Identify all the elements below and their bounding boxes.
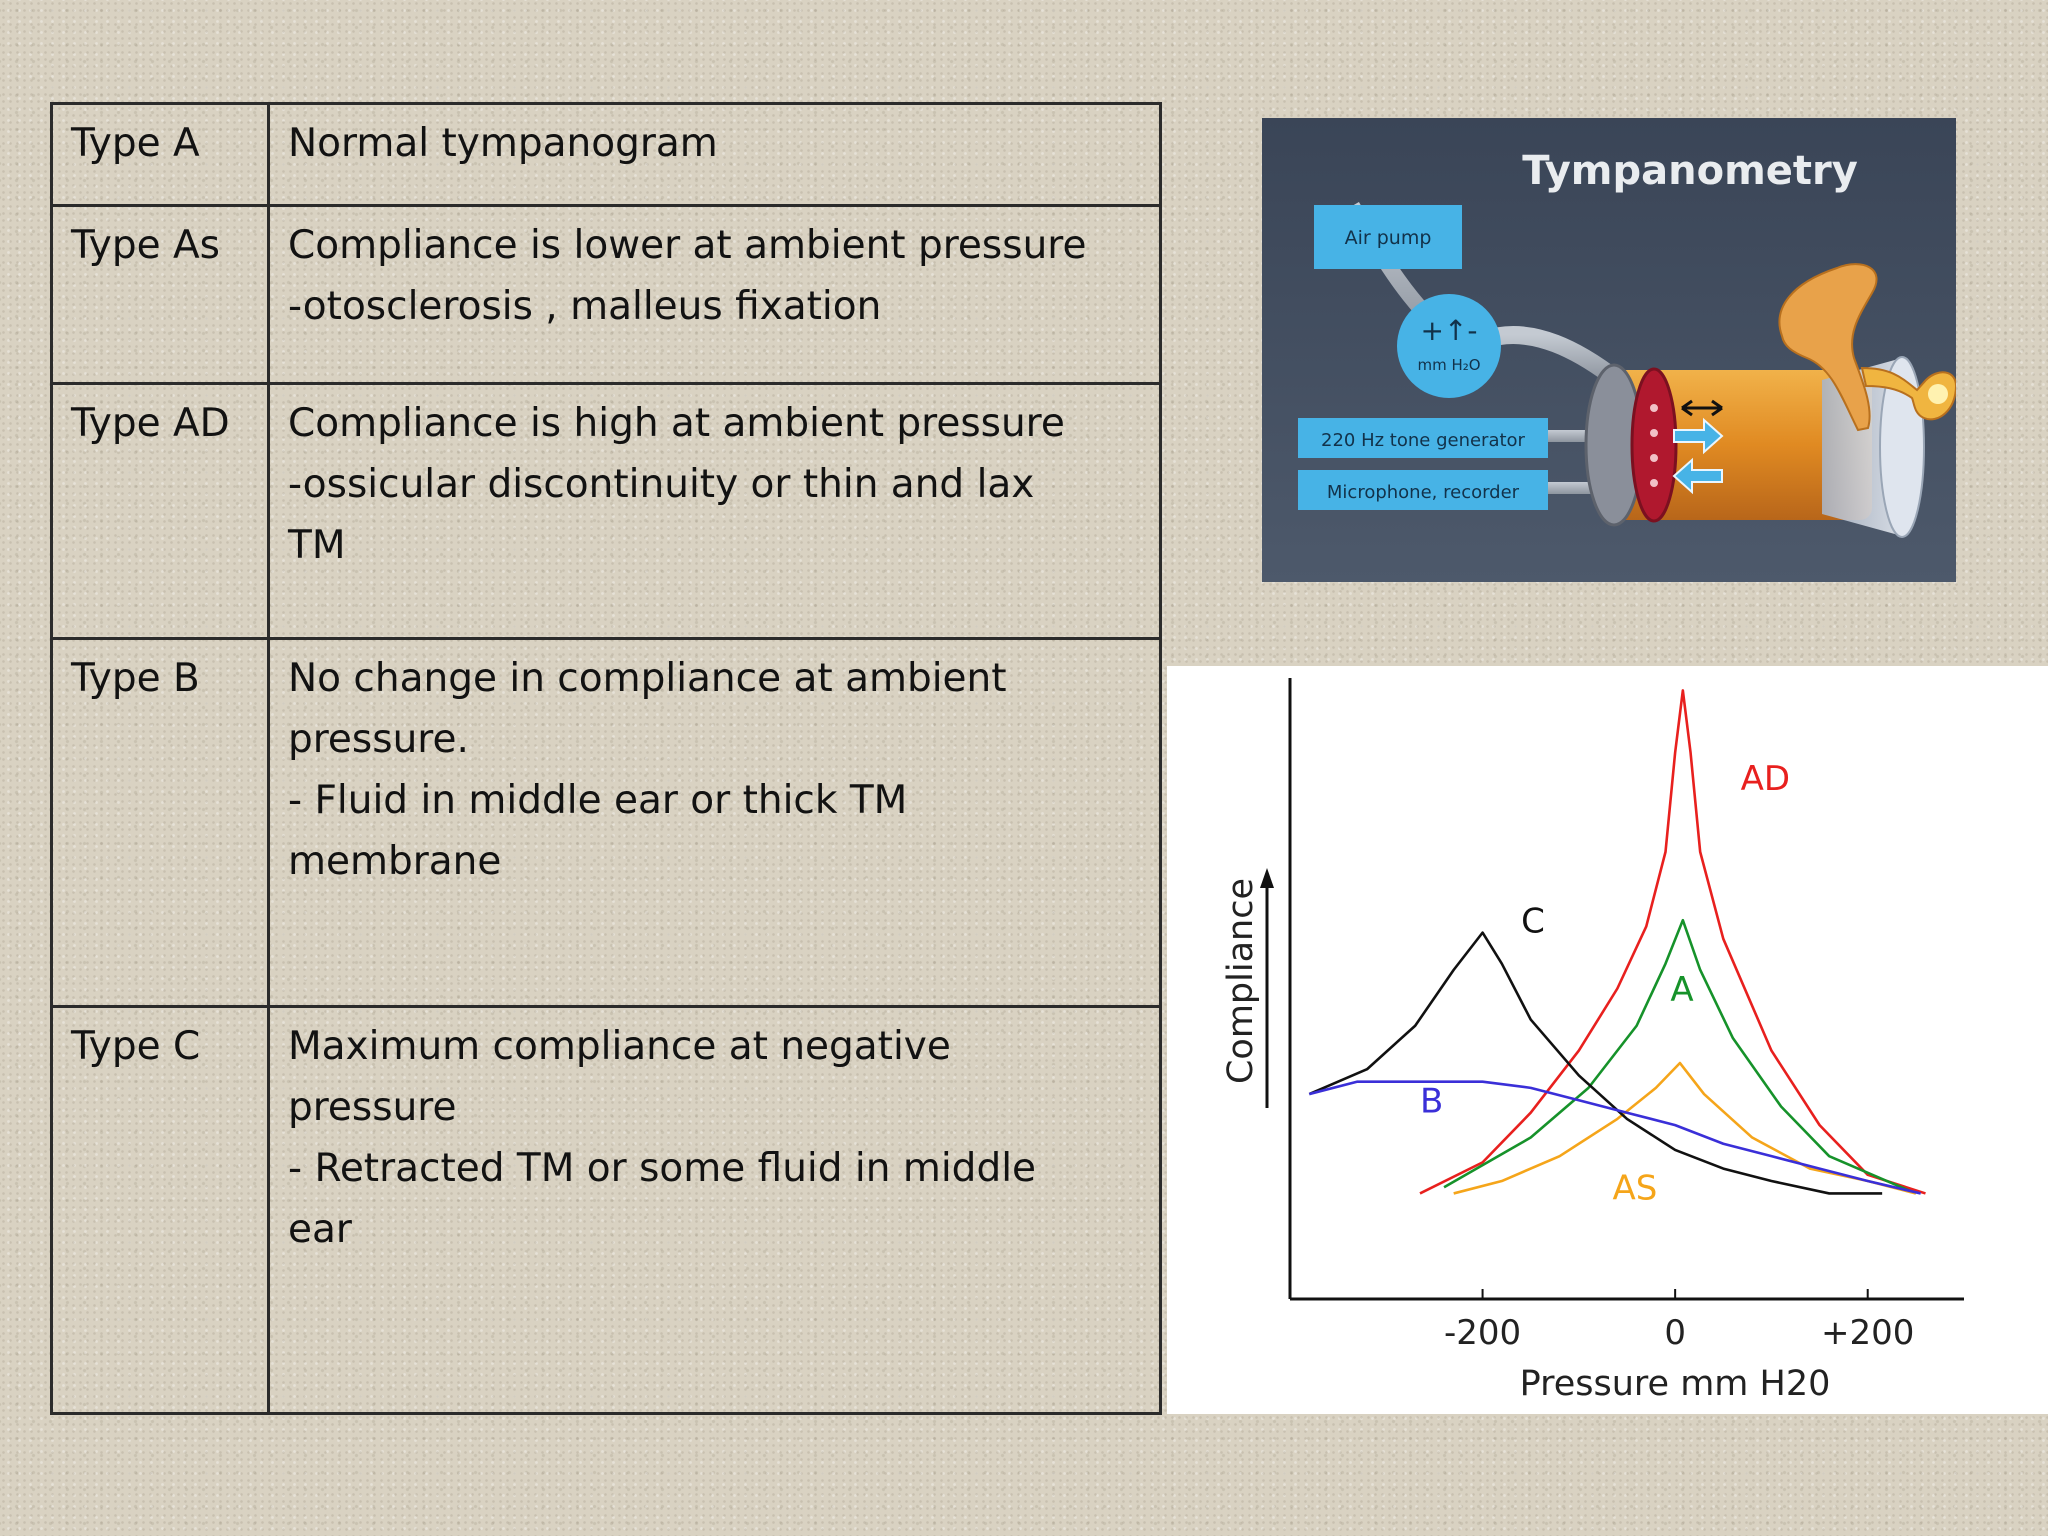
description-line: - Fluid in middle ear or thick TM (288, 778, 908, 823)
ossicle-icon (1860, 366, 1956, 421)
type-cell: Type A (50, 102, 270, 207)
type-cell: Type C (50, 1005, 270, 1415)
description-cell: No change in compliance at ambient press… (267, 637, 1162, 1008)
curve-labels: AD C A B AS (1420, 759, 1790, 1209)
x-ticks: -200 0 +200 (1444, 1289, 1914, 1353)
y-axis-label: Compliance (1221, 878, 1261, 1084)
curve-label-c: C (1521, 902, 1545, 942)
microphone-label: Microphone, recorder (1327, 482, 1520, 503)
type-cell: Type As (50, 204, 270, 385)
ossicle-icon (1778, 263, 1878, 432)
description-line: Maximum compliance at negative (288, 1024, 951, 1069)
tone-generator-box (1298, 418, 1548, 458)
tympanogram-chart: Compliance Pressure mm H20 -200 0 +200 AD C… (1167, 666, 2048, 1414)
pressure-unit: mm H₂O (1417, 356, 1480, 374)
description-line: pressure (288, 1085, 457, 1130)
illustration-title: Tympanometry (1522, 148, 1858, 194)
type-cell: Type AD (50, 382, 270, 640)
tone-generator-label: 220 Hz tone generator (1321, 430, 1526, 451)
series-c-line (1308, 931, 1883, 1195)
series-ad-line (1419, 689, 1926, 1195)
air-pump-box (1314, 205, 1462, 269)
series-b-line (1308, 1080, 1921, 1195)
table-row: Type C Maximum compliance at negative pr… (50, 1005, 1162, 1415)
microphone-box (1298, 470, 1548, 510)
x-tick-label: -200 (1444, 1313, 1521, 1353)
x-axis-label: Pressure mm H20 (1520, 1364, 1831, 1404)
probe-membrane (1630, 367, 1678, 523)
table-row: Type B No change in compliance at ambien… (50, 637, 1162, 1008)
curve-label-a: A (1670, 970, 1693, 1010)
pressure-symbol: +↑- (1420, 314, 1477, 347)
probe-port (1650, 479, 1658, 487)
description-line: Compliance is lower at ambient pressure (288, 223, 1087, 268)
description-line: - Retracted TM or some fluid in middle (288, 1146, 1037, 1191)
description-cell: Compliance is lower at ambient pressure … (267, 204, 1162, 385)
arrow-right-icon (1673, 417, 1724, 455)
description-line: Compliance is high at ambient pressure (288, 401, 1065, 446)
description-line: No change in compliance at ambient (288, 656, 1007, 701)
tympanogram-types-table: Type A Normal tympanogram Type As Compli… (50, 102, 1162, 1415)
curves (1308, 689, 1926, 1195)
arrow-up-icon (1260, 868, 1274, 888)
curve-label-as: AS (1613, 1169, 1658, 1209)
description-line: ear (288, 1207, 352, 1252)
description-line: membrane (288, 839, 502, 884)
description-cell: Maximum compliance at negative pressure … (267, 1005, 1162, 1415)
curve-label-ad: AD (1741, 759, 1790, 799)
probe-port (1650, 404, 1658, 412)
x-tick-label: +200 (1821, 1313, 1914, 1353)
description-line: pressure. (288, 717, 469, 762)
description-line: Normal tympanogram (288, 121, 718, 166)
air-pump-label: Air pump (1345, 227, 1432, 249)
arrow-left-icon (1672, 457, 1723, 495)
pressure-gauge (1397, 294, 1501, 398)
tympanometry-illustration: Tympanometry Air pump +↑- mm H₂O 220 Hz … (1262, 118, 1956, 582)
stapes-footplate (1928, 384, 1948, 404)
double-arrow-icon (1681, 399, 1723, 417)
series-as-line (1453, 1061, 1917, 1195)
type-cell: Type B (50, 637, 270, 1008)
curve-label-b: B (1420, 1082, 1443, 1122)
description-line: TM (288, 523, 346, 568)
probe-port (1650, 454, 1658, 462)
table-row: Type AD Compliance is high at ambient pr… (50, 382, 1162, 640)
series-a-line (1443, 918, 1917, 1195)
table-row: Type As Compliance is lower at ambient p… (50, 204, 1162, 385)
description-cell: Compliance is high at ambient pressure -… (267, 382, 1162, 640)
table-row: Type A Normal tympanogram (50, 102, 1162, 207)
description-line: -otosclerosis , malleus fixation (288, 284, 882, 329)
description-cell: Normal tympanogram (267, 102, 1162, 207)
chart-svg: Compliance Pressure mm H20 -200 0 +200 AD C… (1221, 678, 1964, 1404)
x-tick-label: 0 (1664, 1313, 1686, 1353)
description-line: -ossicular discontinuity or thin and lax (288, 462, 1035, 507)
probe-port (1650, 429, 1658, 437)
